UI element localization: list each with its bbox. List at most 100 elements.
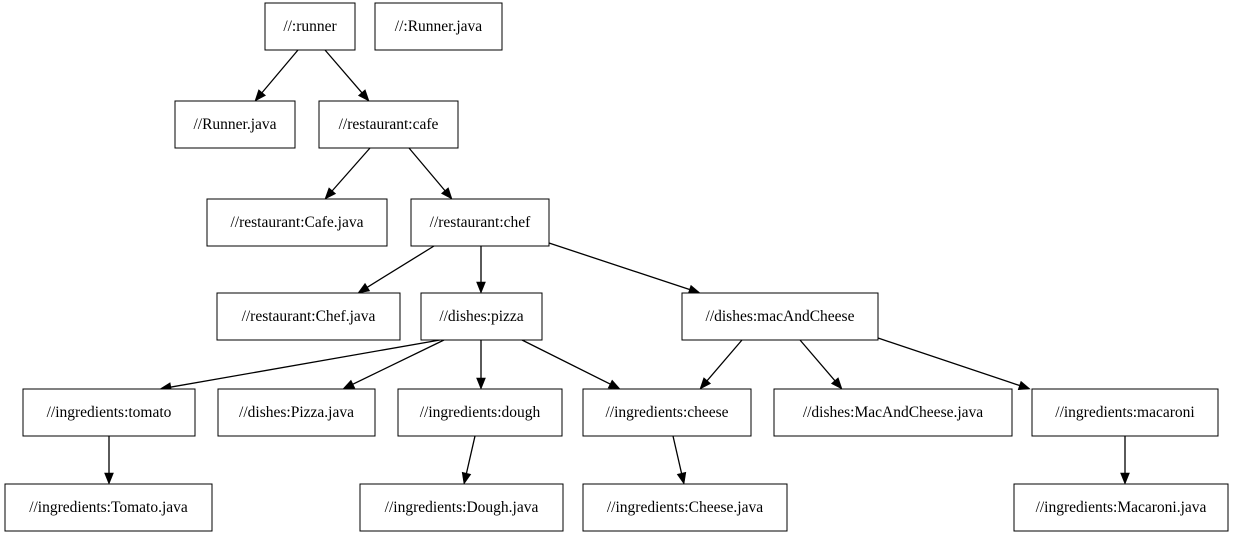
graph-node-root_runner_java[interactable]: //:Runner.java bbox=[374, 2, 503, 51]
node-box[interactable] bbox=[264, 2, 356, 51]
edge-line bbox=[350, 339, 445, 386]
graph-node-ing_tomato[interactable]: //ingredients:tomato bbox=[22, 388, 196, 437]
edge-line bbox=[705, 339, 743, 383]
edge-arrowhead bbox=[461, 471, 472, 485]
node-label: //:Runner.java bbox=[395, 18, 483, 35]
node-label: //restaurant:chef bbox=[430, 214, 532, 231]
graph-edge bbox=[408, 147, 453, 200]
node-label: //ingredients:cheese bbox=[605, 404, 728, 421]
edge-line bbox=[799, 339, 837, 383]
edge-arrowhead bbox=[830, 377, 843, 390]
node-box[interactable] bbox=[410, 198, 550, 247]
graph-edge bbox=[342, 339, 445, 390]
edge-line bbox=[330, 147, 371, 193]
graph-node-macaroni_java[interactable]: //ingredients:Macaroni.java bbox=[1013, 483, 1229, 532]
edge-arrowhead bbox=[324, 187, 337, 200]
edge-arrowhead bbox=[254, 89, 266, 102]
edge-arrowhead bbox=[342, 379, 356, 390]
node-label: //ingredients:Dough.java bbox=[385, 499, 539, 516]
edge-line bbox=[324, 49, 364, 95]
graph-edge bbox=[1120, 436, 1130, 485]
edge-arrowhead bbox=[607, 379, 621, 390]
edges-layer bbox=[104, 49, 1130, 485]
graph-node-dishes_mac[interactable]: //dishes:macAndCheese bbox=[681, 292, 879, 341]
edge-arrowhead bbox=[441, 187, 453, 200]
graph-edge bbox=[672, 435, 687, 485]
graph-edge bbox=[254, 49, 299, 102]
edge-arrowhead bbox=[699, 377, 712, 390]
graph-node-ing_dough[interactable]: //ingredients:dough bbox=[397, 388, 563, 437]
node-box[interactable] bbox=[773, 388, 1013, 437]
edge-arrowhead bbox=[476, 377, 486, 390]
graph-edge bbox=[324, 147, 371, 200]
node-box[interactable] bbox=[420, 292, 543, 341]
edge-line bbox=[168, 339, 441, 389]
graph-node-mac_java[interactable]: //dishes:MacAndCheese.java bbox=[773, 388, 1013, 437]
graph-node-cafe_java[interactable]: //restaurant:Cafe.java bbox=[206, 198, 388, 247]
node-box[interactable] bbox=[1013, 483, 1229, 532]
node-box[interactable] bbox=[1031, 388, 1219, 437]
edge-arrowhead bbox=[1017, 380, 1031, 390]
node-box[interactable] bbox=[4, 483, 213, 532]
edge-line bbox=[672, 435, 683, 476]
graph-node-dough_java[interactable]: //ingredients:Dough.java bbox=[359, 483, 564, 532]
node-label: //ingredients:Cheese.java bbox=[607, 499, 763, 516]
graph-node-pizza_java[interactable]: //dishes:Pizza.java bbox=[217, 388, 376, 437]
graph-edge bbox=[877, 337, 1031, 390]
node-box[interactable] bbox=[582, 388, 752, 437]
graph-edge bbox=[521, 339, 621, 390]
edge-arrowhead bbox=[676, 471, 687, 485]
node-box[interactable] bbox=[318, 100, 459, 149]
node-label: //ingredients:Macaroni.java bbox=[1036, 499, 1207, 516]
edge-line bbox=[877, 337, 1022, 387]
node-label: //Runner.java bbox=[193, 116, 276, 133]
node-label: //restaurant:Chef.java bbox=[242, 308, 376, 325]
node-label: //dishes:pizza bbox=[439, 308, 523, 325]
node-box[interactable] bbox=[206, 198, 388, 247]
node-box[interactable] bbox=[359, 483, 564, 532]
graph-node-restaurant_chef[interactable]: //restaurant:chef bbox=[410, 198, 550, 247]
node-box[interactable] bbox=[217, 388, 376, 437]
node-box[interactable] bbox=[681, 292, 879, 341]
node-label: //dishes:MacAndCheese.java bbox=[803, 404, 983, 421]
edge-arrowhead bbox=[104, 472, 114, 485]
graph-node-ing_macaroni[interactable]: //ingredients:macaroni bbox=[1031, 388, 1219, 437]
graph-edge bbox=[548, 242, 701, 295]
node-label: //ingredients:macaroni bbox=[1055, 404, 1195, 421]
graph-edge bbox=[476, 246, 486, 294]
graph-edge bbox=[324, 49, 370, 102]
graph-edge bbox=[799, 339, 843, 390]
graph-node-tomato_java[interactable]: //ingredients:Tomato.java bbox=[4, 483, 213, 532]
edge-line bbox=[521, 339, 613, 386]
node-label: //ingredients:dough bbox=[420, 404, 541, 421]
graph-edge bbox=[104, 436, 114, 485]
node-box[interactable] bbox=[397, 388, 563, 437]
edge-arrowhead bbox=[476, 281, 486, 294]
graph-edge bbox=[159, 339, 441, 392]
node-box[interactable] bbox=[582, 483, 788, 532]
node-label: //restaurant:cafe bbox=[339, 116, 439, 133]
graph-node-restaurant_cafe[interactable]: //restaurant:cafe bbox=[318, 100, 459, 149]
node-label: //restaurant:Cafe.java bbox=[231, 214, 364, 231]
edge-arrowhead bbox=[1120, 472, 1130, 485]
nodes-layer: //:runner //:Runner.java //Runner.java //re… bbox=[4, 2, 1229, 532]
node-box[interactable] bbox=[22, 388, 196, 437]
node-label: //dishes:Pizza.java bbox=[239, 404, 354, 421]
edge-arrowhead bbox=[357, 282, 371, 294]
edge-line bbox=[548, 242, 692, 291]
node-box[interactable] bbox=[374, 2, 503, 51]
graph-node-cheese_java[interactable]: //ingredients:Cheese.java bbox=[582, 483, 788, 532]
graph-node-runner_java[interactable]: //Runner.java bbox=[174, 100, 296, 149]
graph-edge bbox=[699, 339, 743, 390]
graph-node-runner[interactable]: //:runner bbox=[264, 2, 356, 51]
node-box[interactable] bbox=[174, 100, 296, 149]
graph-node-ing_cheese[interactable]: //ingredients:cheese bbox=[582, 388, 752, 437]
node-box[interactable] bbox=[216, 292, 401, 341]
graph-node-chef_java[interactable]: //restaurant:Chef.java bbox=[216, 292, 401, 341]
edge-line bbox=[260, 49, 299, 95]
edge-line bbox=[465, 435, 476, 476]
graph-edge bbox=[461, 435, 476, 485]
graph-node-dishes_pizza[interactable]: //dishes:pizza bbox=[420, 292, 543, 341]
